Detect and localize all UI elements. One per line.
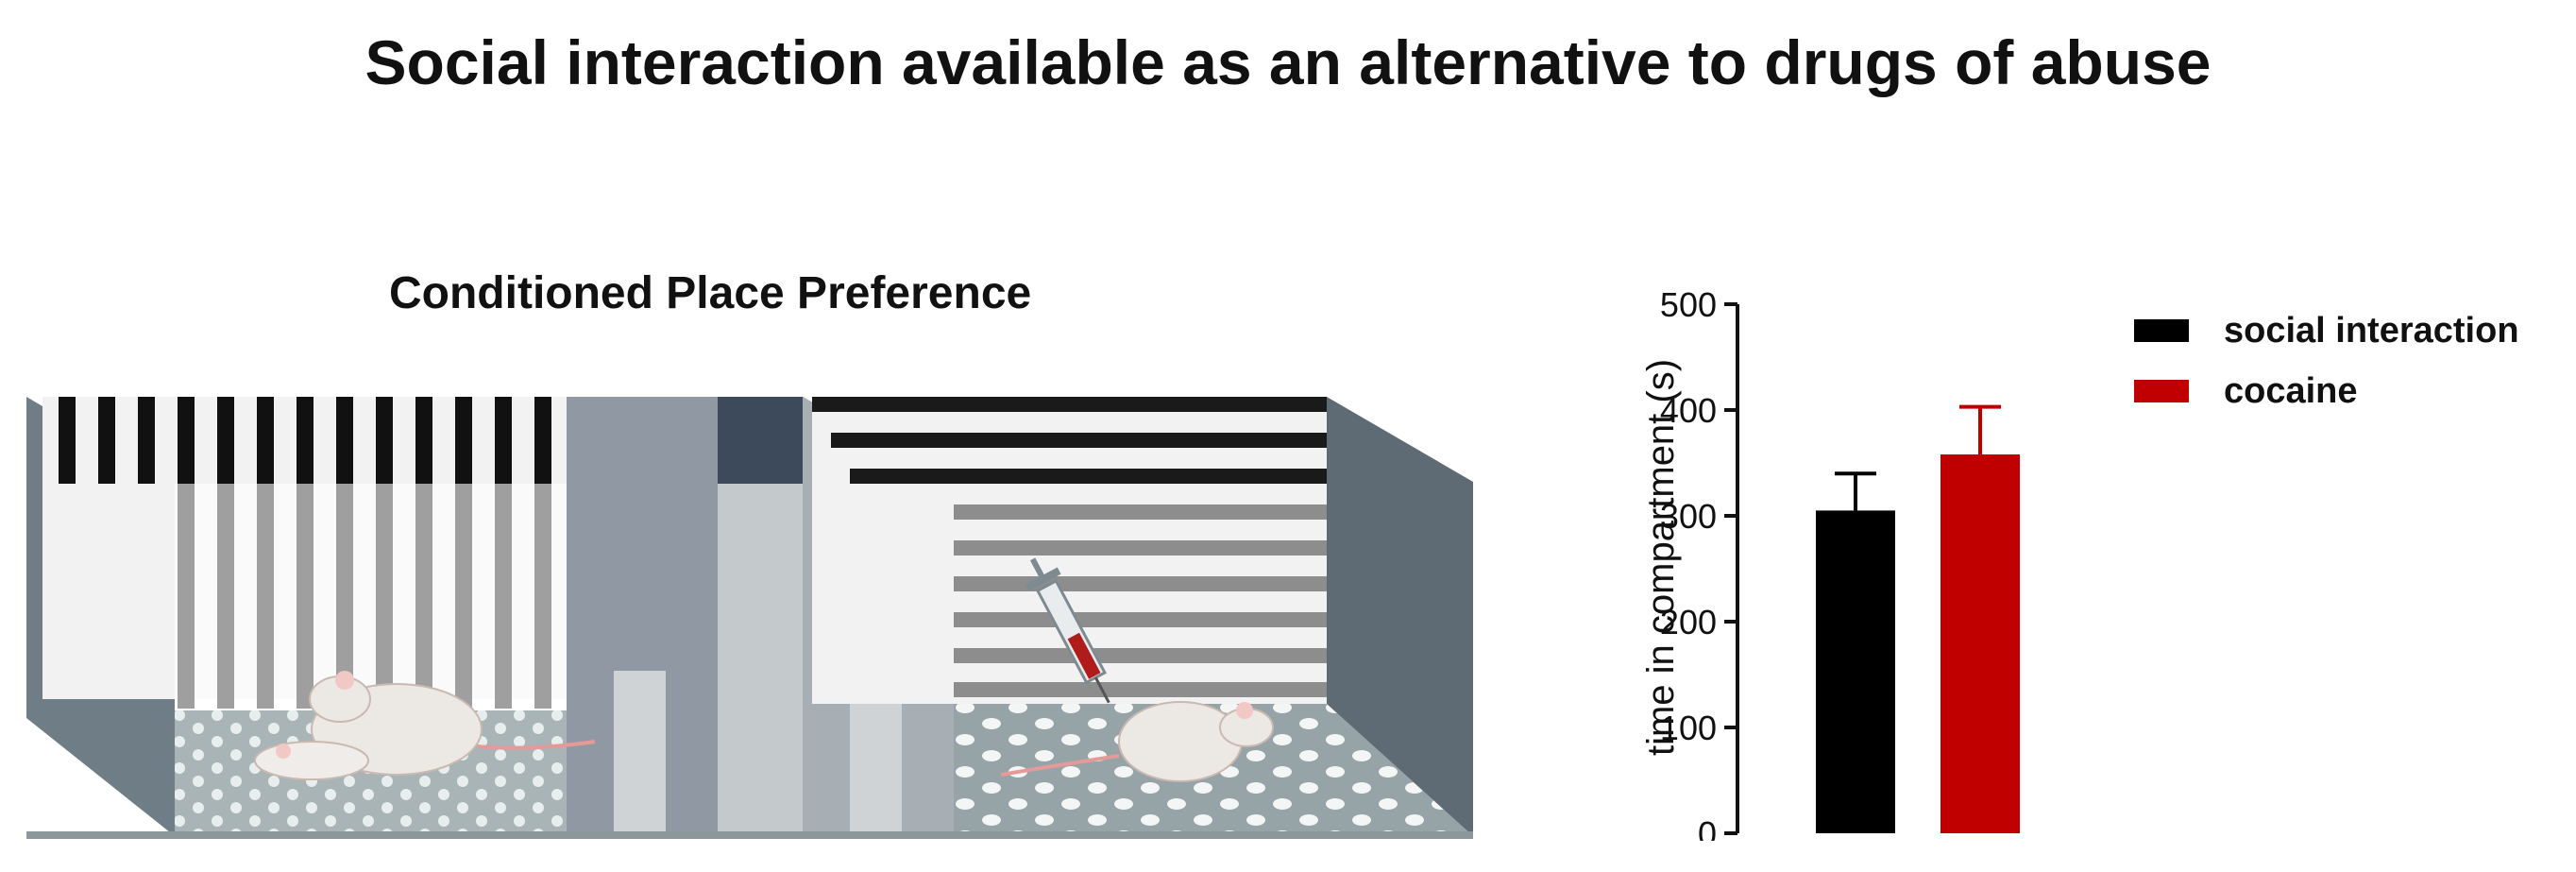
rat-icon <box>1000 701 1274 782</box>
y-tick-label: 0 <box>1698 814 1717 841</box>
illustration-title: Conditioned Place Preference <box>389 268 1032 318</box>
rat-icon <box>254 671 596 780</box>
legend-swatch <box>2134 319 2189 342</box>
legend-label: cocaine <box>2224 371 2358 411</box>
syringe-icon <box>1025 557 1110 704</box>
y-tick-label: 500 <box>1660 285 1717 324</box>
bar <box>1940 454 2020 833</box>
bars <box>1816 404 2020 833</box>
page-title: Social interaction available as an alter… <box>364 27 2212 97</box>
right-outer-wall <box>1327 397 1473 836</box>
y-tick-label: 400 <box>1660 391 1717 430</box>
y-axis-label: time in compartment (s) <box>1640 359 1682 756</box>
legend: social interaction cocaine <box>2134 311 2519 411</box>
y-tick-label: 300 <box>1660 497 1717 536</box>
legend-label: social interaction <box>2224 311 2519 351</box>
y-tick-label: 200 <box>1660 603 1717 641</box>
y-tick-label: 100 <box>1660 709 1717 747</box>
bar-chart: 0 100 200 300 400 500 time in compartment (s)… <box>1640 285 2519 841</box>
y-axis: 0 100 200 300 400 500 <box>1660 285 1739 841</box>
legend-swatch <box>2134 380 2189 402</box>
left-door <box>614 671 666 836</box>
place-preference-apparatus <box>26 397 1473 839</box>
bar <box>1816 510 1895 833</box>
